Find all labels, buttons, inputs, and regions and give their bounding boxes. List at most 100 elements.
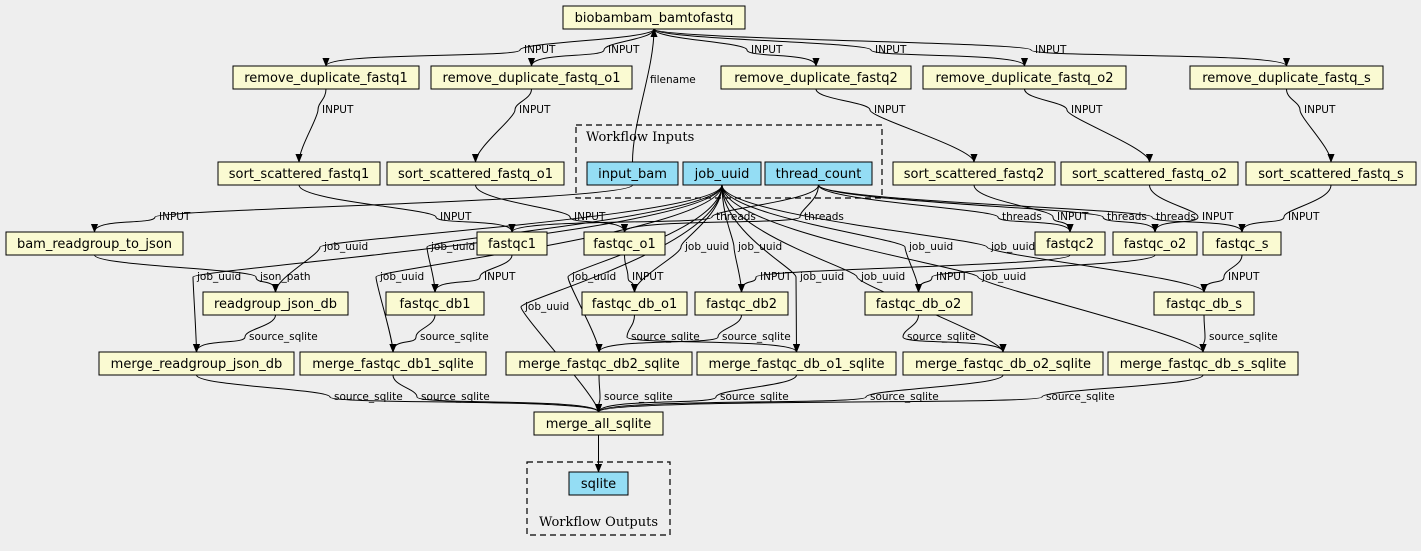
edge-label: source_sqlite [1209, 331, 1278, 343]
node-box [1034, 231, 1106, 256]
node-merge-fastqc-db-o2-sqlite[interactable]: merge_fastqc_db_o2_sqlite [902, 351, 1104, 376]
node-box [1153, 291, 1255, 316]
node-label: remove_duplicate_fastq1 [244, 71, 407, 86]
node-box [764, 161, 873, 186]
edge-input-bam-to-biobambam-bamtofastq [632, 28, 658, 163]
edge-job-uuid-to-merge-fastqc-db-o2-sqlite [721, 184, 1007, 353]
node-label: remove_duplicate_fastq2 [734, 71, 897, 86]
node-box [533, 411, 664, 436]
node-sort-scattered-fastq1[interactable]: sort_scattered_fastq1 [217, 161, 381, 186]
edge-line [818, 184, 1246, 233]
node-fastqc-db-s[interactable]: fastqc_db_s [1153, 291, 1255, 316]
node-box [1107, 351, 1299, 376]
edge-job-uuid-to-merge-fastqc-db-s-sqlite [721, 184, 1207, 353]
node-bam-readgroup-to-json[interactable]: bam_readgroup_to_json [5, 231, 184, 256]
edge-label: job_uuid [799, 271, 844, 283]
node-merge-all-sqlite[interactable]: merge_all_sqlite [533, 411, 664, 436]
node-sort-scattered-fastq2[interactable]: sort_scattered_fastq2 [892, 161, 1056, 186]
node-box [202, 291, 349, 316]
edge-line [653, 28, 820, 67]
node-sort-scattered-fastq-o1[interactable]: sort_scattered_fastq_o1 [386, 161, 565, 186]
edge-remove-duplicate-fastq-o2-to-sort-scattered-fastq-o2 [1024, 88, 1154, 163]
edge-label: INPUT [519, 104, 551, 116]
node-merge-readgroup-json-db[interactable]: merge_readgroup_json_db [98, 351, 295, 376]
edge-merge-fastqc-db-o1-sqlite-to-merge-all-sqlite [594, 374, 797, 413]
edge-line [737, 254, 1071, 293]
edge-job-uuid-to-fastqc-db-o2 [721, 184, 923, 293]
edge-job-uuid-to-merge-fastqc-db2-sqlite [567, 184, 723, 353]
edge-label: source_sqlite [870, 391, 939, 403]
edge-label: job_uuid [684, 241, 729, 253]
edge-line [902, 314, 1007, 353]
edge-label: job_uuid [990, 241, 1035, 253]
node-sqlite[interactable]: sqlite [568, 471, 629, 496]
node-remove-duplicate-fastq-s[interactable]: remove_duplicate_fastq_s [1189, 65, 1384, 90]
node-thread-count[interactable]: thread_count [764, 161, 873, 186]
node-box [892, 161, 1056, 186]
edge-label: threads [716, 211, 756, 223]
edge-line [1286, 88, 1335, 163]
cluster-inputs-title: Workflow Inputs [586, 130, 694, 145]
edge-line [1238, 184, 1332, 233]
node-input-bam[interactable]: input_bam [586, 161, 679, 186]
node-label: fastqc_o1 [593, 237, 656, 252]
edge-line [818, 184, 1074, 233]
edge-line [94, 254, 280, 293]
node-readgroup-json-db[interactable]: readgroup_json_db [202, 291, 349, 316]
node-remove-duplicate-fastq1[interactable]: remove_duplicate_fastq1 [232, 65, 420, 90]
node-sort-scattered-fastq-s[interactable]: sort_scattered_fastq_s [1245, 161, 1417, 186]
node-sort-scattered-fastq-o2[interactable]: sort_scattered_fastq_o2 [1060, 161, 1239, 186]
node-box [583, 231, 666, 256]
node-merge-fastqc-db2-sqlite[interactable]: merge_fastqc_db2_sqlite [505, 351, 693, 376]
edge-line [721, 184, 1207, 353]
edge-label: job_uuid [196, 271, 241, 283]
node-box [386, 161, 565, 186]
edge-label: INPUT [1071, 104, 1103, 116]
node-remove-duplicate-fastq-o2[interactable]: remove_duplicate_fastq_o2 [922, 65, 1127, 90]
edge-line [1200, 254, 1243, 293]
node-merge-fastqc-db-o1-sqlite[interactable]: merge_fastqc_db_o1_sqlite [696, 351, 897, 376]
node-label: merge_fastqc_db_s_sqlite [1120, 357, 1286, 372]
edge-line [721, 184, 1208, 293]
edge-label: INPUT [1288, 211, 1320, 223]
node-remove-duplicate-fastq-o1[interactable]: remove_duplicate_fastq_o1 [430, 65, 633, 90]
edge-line [594, 374, 797, 413]
edge-label: source_sqlite [631, 331, 700, 343]
edge-line [594, 374, 603, 413]
node-box [1245, 161, 1417, 186]
edge-line [630, 184, 723, 293]
edge-label: INPUT [1304, 104, 1336, 116]
node-fastqc-db1[interactable]: fastqc_db1 [385, 291, 485, 316]
node-fastqc1[interactable]: fastqc1 [476, 231, 548, 256]
edge-label: INPUT [751, 44, 783, 56]
edge-job-uuid-to-fastqc-db1 [426, 184, 723, 293]
edge-line [626, 314, 801, 353]
node-merge-fastqc-db1-sqlite[interactable]: merge_fastqc_db1_sqlite [299, 351, 487, 376]
edge-remove-duplicate-fastq1-to-sort-scattered-fastq1 [295, 88, 327, 163]
node-fastqc-db2[interactable]: fastqc_db2 [694, 291, 789, 316]
node-fastqc-o1[interactable]: fastqc_o1 [583, 231, 666, 256]
node-job-uuid[interactable]: job_uuid [682, 161, 762, 186]
edge-job-uuid-to-merge-fastqc-db1-sqlite [375, 184, 723, 353]
node-label: remove_duplicate_fastq_o1 [443, 71, 621, 86]
node-fastqc-db-o2[interactable]: fastqc_db_o2 [864, 291, 973, 316]
edge-label: INPUT [574, 211, 606, 223]
node-box [682, 161, 762, 186]
edge-label: job_uuid [737, 241, 782, 253]
node-fastqc-s[interactable]: fastqc_s [1202, 231, 1282, 256]
node-merge-fastqc-db-s-sqlite[interactable]: merge_fastqc_db_s_sqlite [1107, 351, 1299, 376]
node-box [232, 65, 420, 90]
node-box [922, 65, 1127, 90]
edge-label: source_sqlite [420, 331, 489, 343]
edge-job-uuid-to-fastqc-db-s [721, 184, 1208, 293]
node-label: sort_scattered_fastq2 [904, 167, 1045, 182]
node-biobambam-bamtofastq[interactable]: biobambam_bamtofastq [562, 5, 746, 30]
node-label: readgroup_json_db [214, 297, 337, 312]
node-label: remove_duplicate_fastq_s [1202, 71, 1371, 86]
node-remove-duplicate-fastq2[interactable]: remove_duplicate_fastq2 [720, 65, 912, 90]
node-fastqc2[interactable]: fastqc2 [1034, 231, 1106, 256]
edge-label: INPUT [1202, 211, 1234, 223]
edge-label: job_uuid [379, 271, 424, 283]
node-fastqc-o2[interactable]: fastqc_o2 [1112, 231, 1198, 256]
node-fastqc-db-o1[interactable]: fastqc_db_o1 [581, 291, 688, 316]
